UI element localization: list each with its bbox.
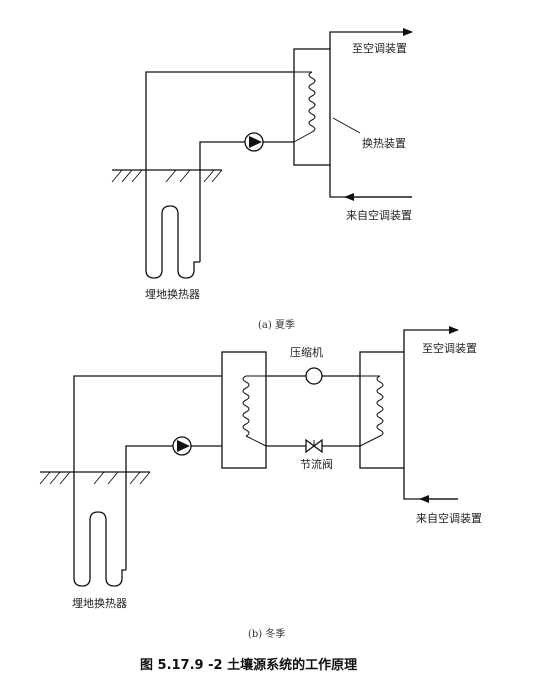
summer-heat-exchanger-box [293, 48, 331, 166]
winter-ground-loop-bottom [125, 445, 222, 570]
winter-ground-loop-top [73, 375, 222, 578]
winter-to-ac-line [403, 326, 459, 352]
winter-from-ac-line [403, 468, 458, 500]
compressor-label: 压缩机 [290, 346, 323, 359]
winter-diagram [39, 326, 459, 587]
winter-from-ac-label: 来自空调装置 [416, 512, 482, 525]
summer-u-tube [145, 205, 200, 279]
winter-right-coil [376, 375, 384, 437]
figure-title: 图 5.17.9 -2 土壤源系统的工作原理 [140, 658, 358, 673]
winter-to-ac-label: 至空调装置 [422, 342, 477, 355]
summer-to-ac-label: 至空调装置 [352, 42, 407, 55]
summer-ground-loop-bottom [199, 141, 294, 262]
summer-from-ac-label: 来自空调装置 [346, 209, 412, 222]
winter-u-tube [73, 511, 126, 587]
winter-ground-hx-label: 埋地换热器 [72, 597, 127, 610]
winter-right-exchanger-box [359, 351, 405, 469]
compressor-icon [305, 367, 323, 385]
winter-left-coil [242, 375, 250, 437]
summer-from-ac-line [329, 165, 412, 198]
winter-caption: (b) 冬季 [248, 629, 286, 640]
summer-diagram [111, 28, 413, 279]
summer-coil [308, 71, 316, 133]
summer-ground-hx-label: 埋地换热器 [145, 288, 200, 301]
summer-ground-loop-top [145, 71, 294, 270]
winter-left-exchanger-box [221, 351, 267, 469]
summer-caption: (a) 夏季 [258, 320, 295, 331]
summer-to-ac-line [329, 28, 413, 49]
summer-heat-exchanger-label: 换热装置 [362, 137, 406, 150]
throttle-label: 节流阀 [300, 458, 333, 471]
